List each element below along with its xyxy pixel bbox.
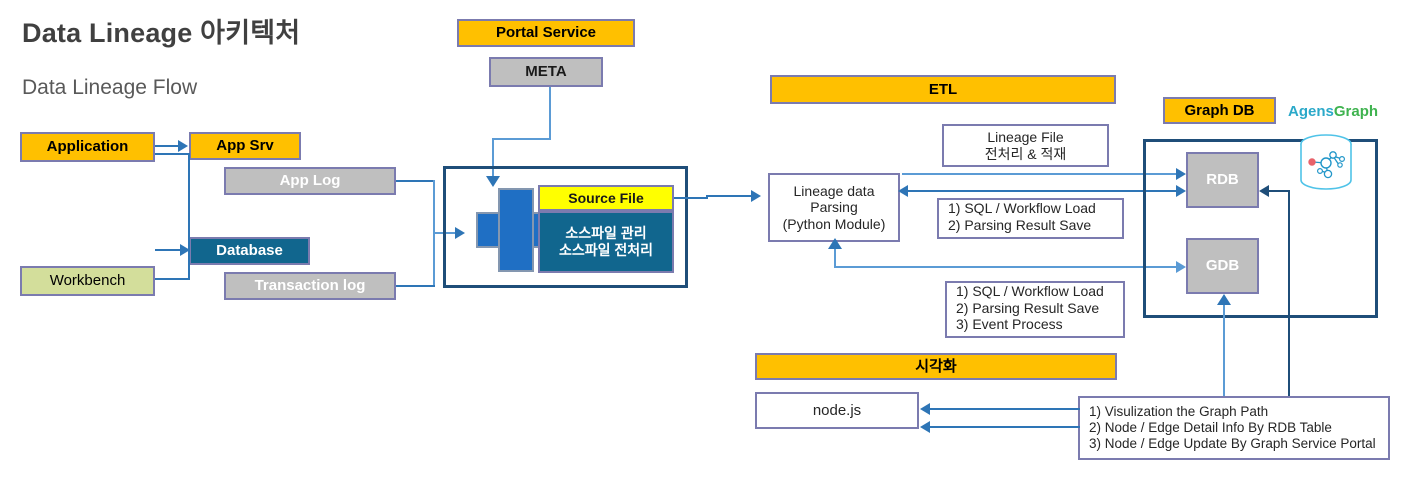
- edge-application-to-appsrv: [155, 145, 185, 147]
- page-title: Data Lineage 아키텍처: [22, 18, 301, 48]
- note-lineage-line1: Lineage File: [987, 128, 1064, 145]
- arrowhead-sourcefile-to-parsing: [751, 190, 761, 202]
- edge-log-bus-to-collector: [433, 232, 463, 234]
- note-event-process: 1) SQL / Workflow Load 2) Parsing Result…: [945, 281, 1125, 338]
- node-database[interactable]: Database: [189, 237, 310, 265]
- edge-note-to-rdb-vertical: [1288, 190, 1290, 430]
- arrowhead-note-to-gdb: [1217, 294, 1231, 305]
- edge-note-to-nodejs-upper: [928, 408, 1080, 410]
- arrowhead-rdb-to-parsing: [898, 185, 908, 197]
- etl-header[interactable]: ETL: [770, 75, 1116, 104]
- note-lineage-file: Lineage File 전처리 & 적재: [942, 124, 1109, 167]
- parsing-line3: (Python Module): [782, 215, 886, 232]
- edge-sourcefile-out: [674, 197, 708, 199]
- note-lineage-line2: 전처리 & 적재: [984, 145, 1067, 162]
- edge-sourcefile-to-parsing: [706, 195, 755, 197]
- viz-note-line2: 2) Node / Edge Detail Info By RDB Table: [1089, 420, 1332, 436]
- note-sql-line2: 2) Parsing Result Save: [948, 216, 1092, 233]
- arrowhead-meta-into-collector: [486, 176, 500, 187]
- node-source-file-body[interactable]: 소스파일 관리 소스파일 전처리: [538, 211, 674, 273]
- arrowhead-note-to-rdb: [1259, 185, 1269, 197]
- note-event-line2: 2) Parsing Result Save: [956, 299, 1100, 316]
- edge-to-database: [155, 249, 188, 251]
- node-gdb[interactable]: GDB: [1186, 238, 1259, 294]
- edge-note-to-nodejs-lower: [928, 426, 1080, 428]
- collector-container: [443, 166, 688, 288]
- arrowhead-log-bus-to-collector: [455, 227, 465, 239]
- node-app-srv[interactable]: App Srv: [189, 132, 301, 160]
- arrowhead-to-database: [180, 244, 190, 256]
- arrowhead-edge-to-rdb-second: [1176, 185, 1186, 197]
- edge-gdb-to-parsing-vertical: [834, 248, 836, 267]
- edge-applog-out: [396, 180, 435, 182]
- plus-icon: [476, 188, 556, 272]
- note-event-line3: 3) Event Process: [956, 316, 1063, 333]
- edge-note-to-rdb-horizontal: [1268, 190, 1290, 192]
- node-lineage-parsing[interactable]: Lineage data Parsing (Python Module): [768, 173, 900, 242]
- node-application[interactable]: Application: [20, 132, 155, 162]
- agensgraph-logo-part1: Agens: [1288, 103, 1334, 120]
- node-rdb[interactable]: RDB: [1186, 152, 1259, 208]
- edge-meta-down: [549, 87, 551, 140]
- edge-txlog-out: [396, 285, 435, 287]
- arrowhead-note-to-nodejs-lower: [920, 421, 930, 433]
- node-meta[interactable]: META: [489, 57, 603, 87]
- edge-note-to-gdb-vertical: [1223, 305, 1225, 430]
- edge-gdb-to-parsing: [834, 266, 1184, 268]
- edge-workbench-branch: [155, 278, 190, 280]
- node-portal-service[interactable]: Portal Service: [457, 19, 635, 47]
- edge-meta-left: [492, 138, 551, 140]
- source-file-body-line2: 소스파일 전처리: [558, 242, 654, 258]
- viz-note-line3: 3) Node / Edge Update By Graph Service P…: [1089, 435, 1376, 451]
- arrowhead-gdb-to-parsing: [828, 238, 842, 249]
- edge-application-branch: [155, 153, 190, 155]
- edge-rdb-to-parsing: [902, 190, 1184, 192]
- edge-parsing-to-rdb: [902, 173, 1184, 175]
- visualization-header[interactable]: 시각화: [755, 353, 1117, 380]
- arrowhead-parsing-to-rdb: [1176, 168, 1186, 180]
- note-sql-workflow: 1) SQL / Workflow Load 2) Parsing Result…: [937, 198, 1124, 239]
- agensgraph-logo-part2: Graph: [1333, 103, 1379, 120]
- node-transaction-log[interactable]: Transaction log: [224, 272, 396, 300]
- parsing-line2: Parsing: [810, 199, 858, 216]
- edge-application-vertical: [188, 153, 190, 280]
- node-source-file-title[interactable]: Source File: [538, 185, 674, 211]
- node-app-log[interactable]: App Log: [224, 167, 396, 195]
- source-file-body-line1: 소스파일 관리: [565, 225, 647, 242]
- node-nodejs[interactable]: node.js: [755, 392, 919, 429]
- edge-meta-into-collector: [492, 138, 494, 180]
- agensgraph-logo: AgensGraph: [1288, 103, 1378, 120]
- arrowhead-note-to-nodejs-upper: [920, 403, 930, 415]
- node-workbench[interactable]: Workbench: [20, 266, 155, 296]
- note-event-line1: 1) SQL / Workflow Load: [956, 283, 1104, 299]
- graphdb-container: [1143, 139, 1378, 318]
- section-subtitle: Data Lineage Flow: [22, 76, 198, 99]
- arrowhead-edge-to-gdb: [1176, 261, 1186, 273]
- arrowhead-application-to-appsrv: [178, 140, 188, 152]
- graphdb-header[interactable]: Graph DB: [1163, 97, 1276, 124]
- graph-database-cylinder-icon: [1297, 132, 1355, 196]
- parsing-line1: Lineage data: [793, 182, 875, 199]
- viz-note-line1: 1) Visulization the Graph Path: [1089, 404, 1269, 420]
- note-sql-line1: 1) SQL / Workflow Load: [948, 200, 1096, 216]
- note-visualization: 1) Visulization the Graph Path 2) Node /…: [1078, 396, 1390, 460]
